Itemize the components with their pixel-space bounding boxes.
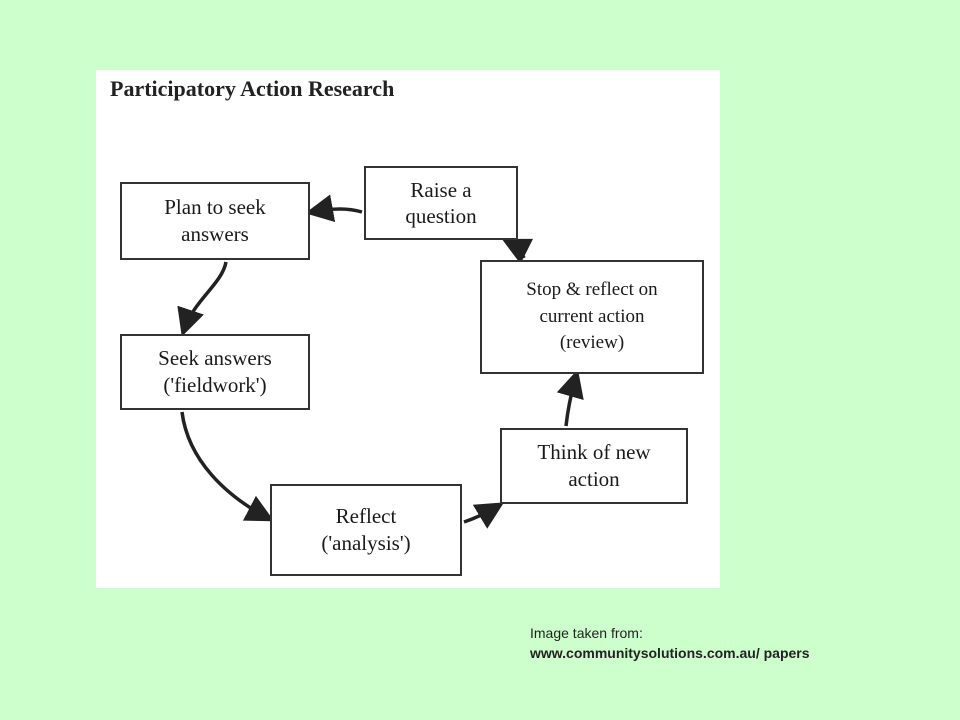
- step-plan-to-seek-answers: Plan to seek answers: [120, 182, 310, 260]
- diagram-title: Participatory Action Research: [110, 76, 395, 101]
- arrow-stop-to-raise: [501, 238, 534, 264]
- image-source: Image taken from: www.communitysolutions…: [530, 623, 810, 663]
- step-reflect-analysis: Reflect ('analysis'): [270, 484, 462, 576]
- source-caption: Image taken from:: [530, 625, 643, 641]
- arrow-think-to-stop: [556, 369, 584, 427]
- step-label: Plan to seek answers: [164, 194, 266, 246]
- step-stop-and-reflect: Stop & reflect on current action (review…: [480, 260, 704, 374]
- step-label: Think of new action: [537, 439, 651, 491]
- source-url: www.communitysolutions.com.au/ papers: [530, 645, 810, 661]
- arrow-plan-to-seek: [177, 261, 228, 337]
- step-seek-answers: Seek answers ('fieldwork'): [120, 334, 310, 410]
- cycle-arrows: [177, 194, 584, 529]
- step-label: Stop & reflect on current action (review…: [526, 279, 658, 354]
- arrow-seek-to-reflect: [180, 411, 275, 522]
- step-raise-question: Raise a question: [364, 166, 518, 240]
- arrow-reflect-to-think: [463, 502, 505, 529]
- diagram-figure: Participatory Action Research Raise a qu…: [96, 70, 720, 588]
- step-think-of-new-action: Think of new action: [500, 428, 688, 504]
- step-label: Raise a question: [405, 177, 477, 228]
- step-label: Seek answers ('fieldwork'): [158, 345, 272, 397]
- step-label: Reflect ('analysis'): [321, 503, 411, 555]
- arrow-raise-to-plan: [305, 194, 363, 223]
